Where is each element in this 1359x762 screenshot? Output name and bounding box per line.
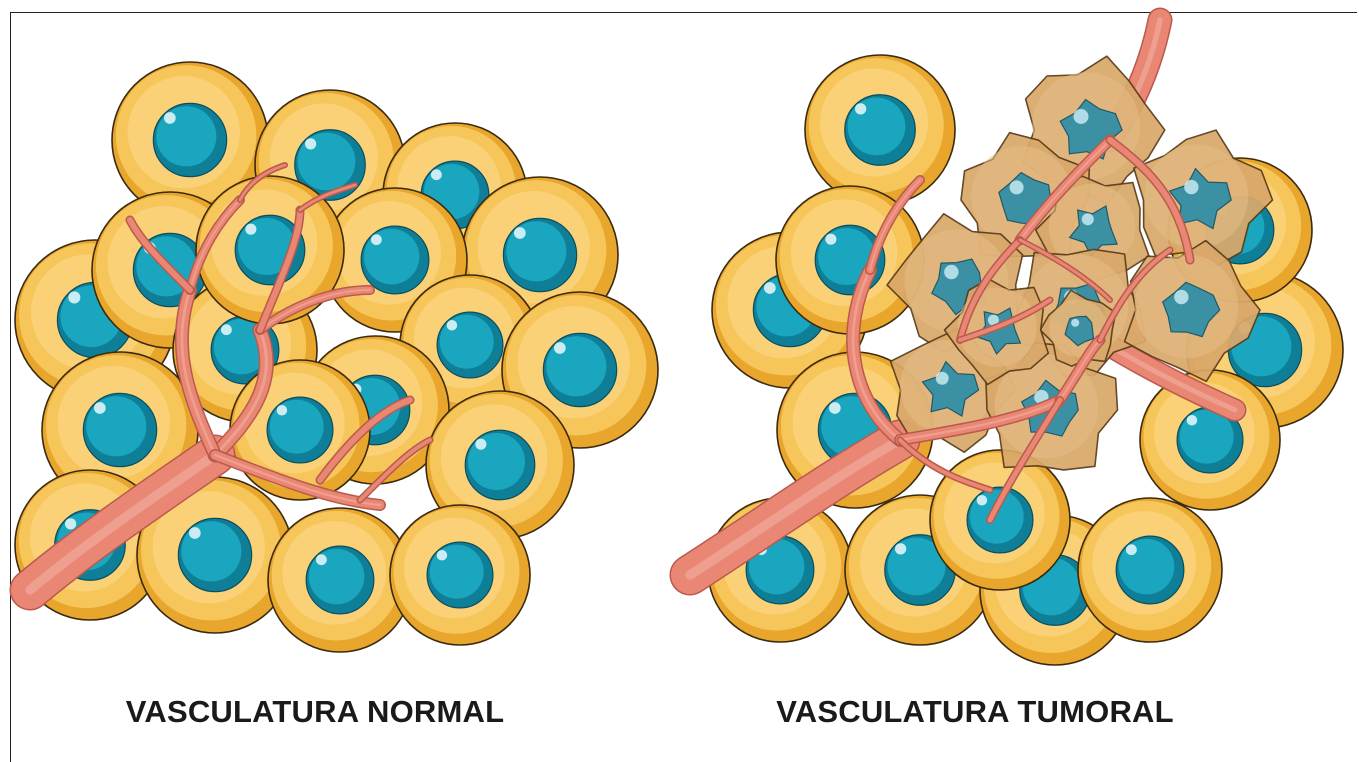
- cell: [230, 360, 370, 500]
- tumor-caption: VASCULATURA TUMORAL: [740, 694, 1210, 734]
- cell: [930, 450, 1070, 590]
- tumor-vasculature-panel: [690, 20, 1343, 665]
- cell: [390, 505, 530, 645]
- normal-caption: VASCULATURA NORMAL: [80, 694, 550, 734]
- normal-vasculature-panel: [15, 62, 658, 652]
- cell: [1078, 498, 1222, 642]
- cell: [805, 55, 955, 205]
